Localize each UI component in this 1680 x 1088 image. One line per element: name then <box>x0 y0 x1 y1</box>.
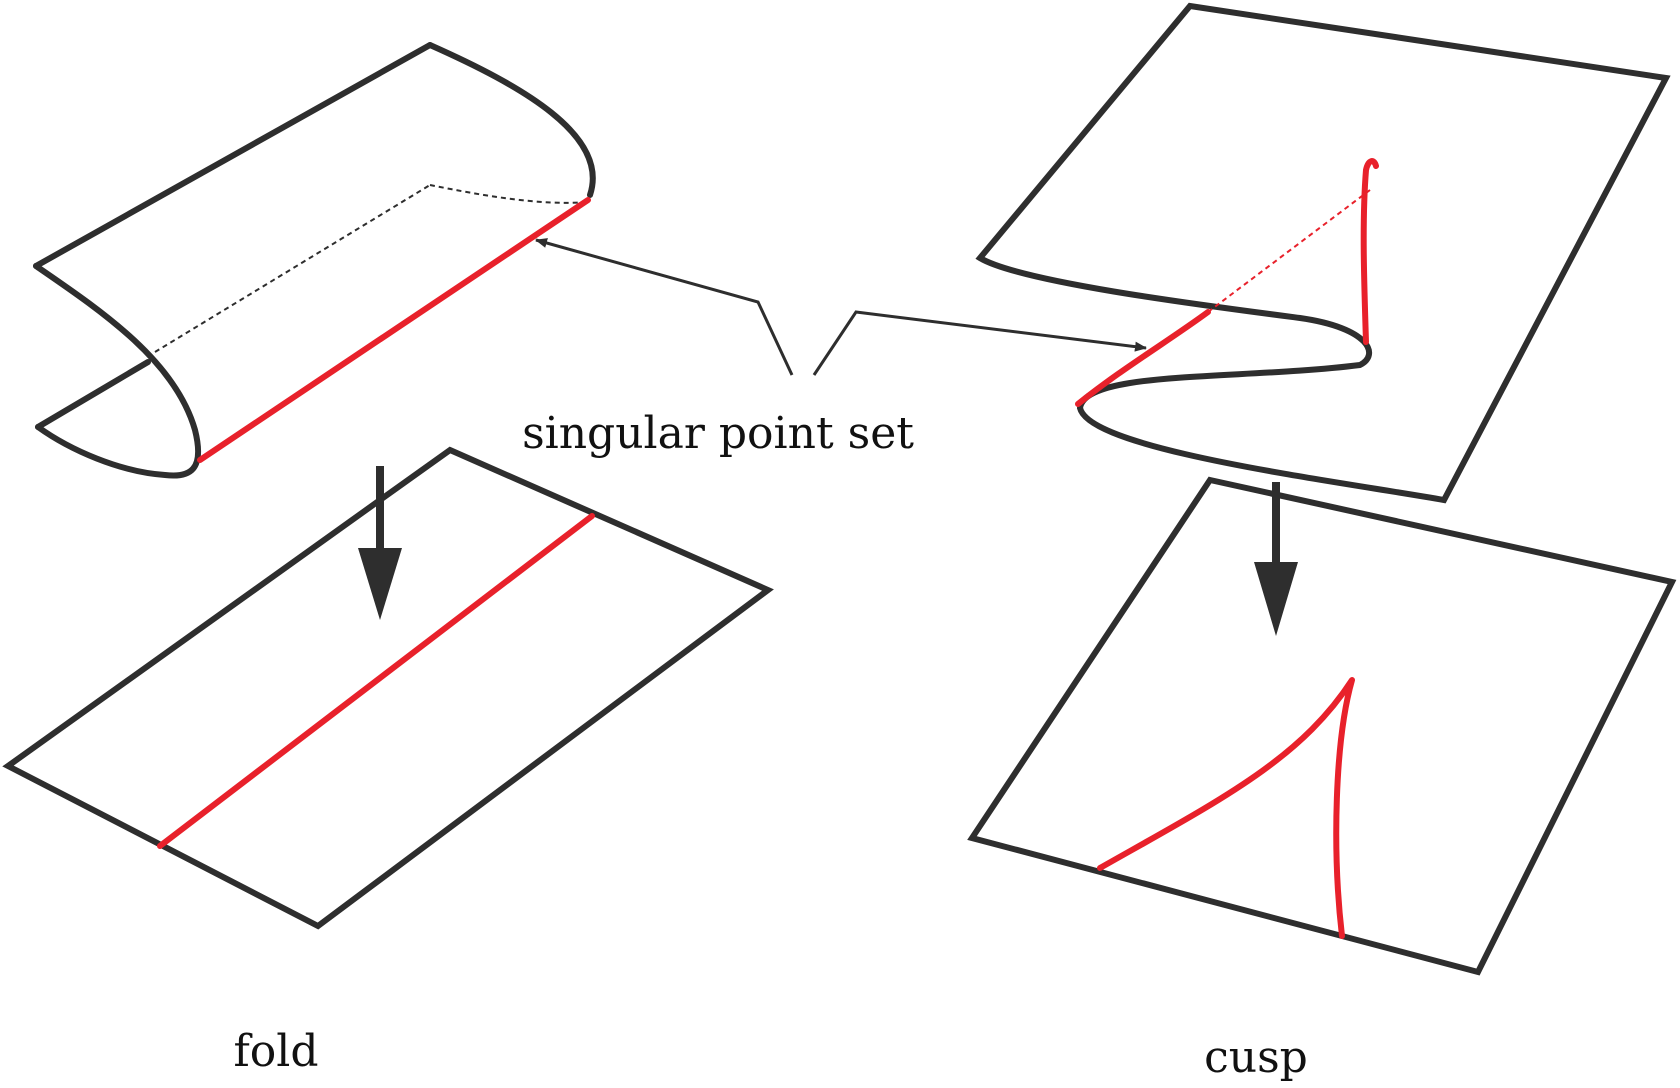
fold-hidden-curve <box>429 184 589 204</box>
cusp-plane-outline <box>967 476 1677 976</box>
callout-pointer-left <box>535 238 794 376</box>
cusp-singular-back <box>1360 158 1379 345</box>
singular-callout <box>535 238 1147 376</box>
cusp-singular-front <box>1075 309 1211 407</box>
fold-surface-bottom-edge <box>35 359 151 430</box>
fold-hidden-line <box>154 184 431 353</box>
fold-plane-outline <box>2 446 774 930</box>
fold-surface-right-edge <box>427 42 596 198</box>
fold-plane <box>2 446 774 930</box>
callout-pointer-right <box>812 310 1147 376</box>
fold-plane-singular-line <box>157 513 595 849</box>
cusp-projection-arrow <box>1254 482 1298 636</box>
cusp-hidden-singular <box>1207 189 1371 313</box>
cusp-label: cusp <box>1204 1032 1308 1083</box>
fold-label: fold <box>233 1026 318 1077</box>
cusp-plane <box>967 476 1677 976</box>
fold-singular-line <box>197 197 591 463</box>
fold-surface-left-edge <box>33 263 202 479</box>
fold-surface <box>33 42 596 479</box>
fold-surface-top-edge <box>33 42 433 269</box>
cusp-plane-singular-curve <box>1097 677 1355 939</box>
cusp-surface-outline <box>975 2 1671 504</box>
singular-point-set-label: singular point set <box>522 408 914 459</box>
fold-projection-arrow <box>358 466 402 620</box>
cusp-surface <box>975 2 1671 504</box>
